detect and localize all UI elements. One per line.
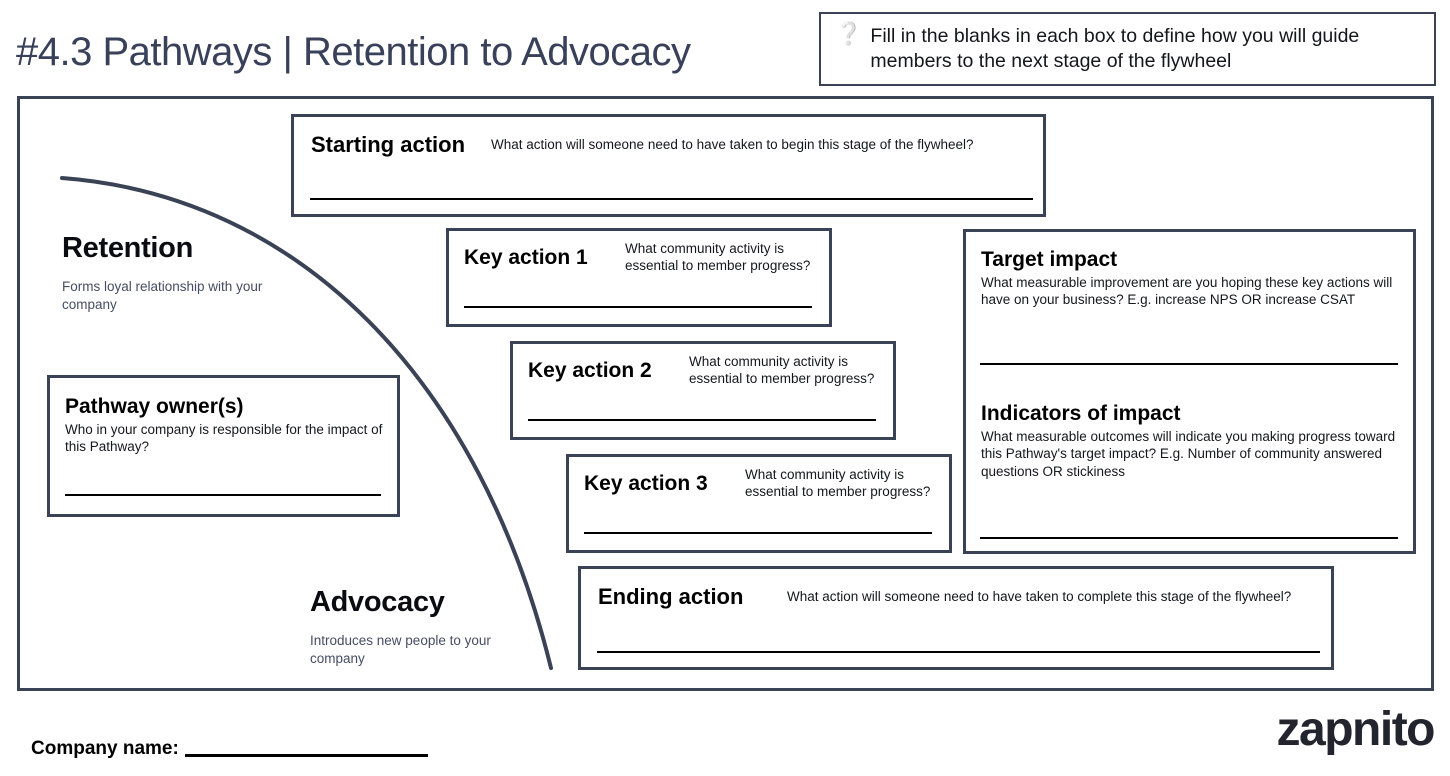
indicators-of-impact-title: Indicators of impact <box>981 402 1181 425</box>
stage-subtitle-retention: Forms loyal relationship with your compa… <box>62 279 263 312</box>
company-name-label: Company name: <box>31 738 179 759</box>
ending-action-input[interactable] <box>597 651 1320 653</box>
pathway-owner-title: Pathway owner(s) <box>65 395 244 418</box>
key-action-3-input[interactable] <box>584 532 932 534</box>
starting-action-description: What action will someone need to have ta… <box>491 137 974 152</box>
starting-action-title: Starting action <box>311 132 466 157</box>
key-action-3-title: Key action 3 <box>584 472 708 495</box>
key-action-2-title: Key action 2 <box>528 359 652 382</box>
instruction-callout: ❔ Fill in the blanks in each box to defi… <box>819 12 1436 86</box>
target-impact-title: Target impact <box>981 248 1118 271</box>
indicators-of-impact-description: What measurable outcomes will indicate y… <box>981 429 1396 479</box>
key-action-1-title: Key action 1 <box>464 246 588 269</box>
key-action-1-description: What community activity is essential to … <box>625 241 811 274</box>
stage-label-retention: Retention Forms loyal relationship with … <box>62 232 287 313</box>
key-action-1-input[interactable] <box>464 306 812 308</box>
stage-name-retention: Retention <box>62 232 194 264</box>
key-action-3-description: What community activity is essential to … <box>745 467 931 500</box>
red-question-mark-icon: ❔ <box>835 21 863 46</box>
company-name-row[interactable]: Company name: <box>31 738 428 760</box>
key-action-2-description: What community activity is essential to … <box>689 354 875 387</box>
key-action-3-box[interactable]: Key action 3 What community activity is … <box>566 454 952 553</box>
key-action-2-input[interactable] <box>528 419 876 421</box>
starting-action-box[interactable]: Starting action What action will someone… <box>291 114 1046 217</box>
impact-box[interactable]: Target impact What measurable improvemen… <box>963 229 1416 554</box>
indicators-of-impact-input[interactable] <box>980 537 1398 539</box>
zapnito-logo: zapnito <box>1276 703 1436 756</box>
ending-action-box[interactable]: Ending action What action will someone n… <box>578 566 1334 670</box>
pathway-owner-input[interactable] <box>65 494 381 496</box>
key-action-2-box[interactable]: Key action 2 What community activity is … <box>510 341 896 440</box>
ending-action-title: Ending action <box>598 584 744 609</box>
target-impact-description: What measurable improvement are you hopi… <box>981 275 1393 308</box>
starting-action-input[interactable] <box>310 198 1033 200</box>
company-name-input[interactable] <box>184 754 428 757</box>
ending-action-description: What action will someone need to have ta… <box>787 589 1292 604</box>
key-action-1-box[interactable]: Key action 1 What community activity is … <box>446 228 832 327</box>
target-impact-input[interactable] <box>980 363 1398 365</box>
stage-name-advocacy: Advocacy <box>310 586 445 618</box>
stage-label-advocacy: Advocacy Introduces new people to your c… <box>310 586 535 667</box>
pathway-owner-description: Who in your company is responsible for t… <box>65 422 383 455</box>
stage-subtitle-advocacy: Introduces new people to your company <box>310 633 491 666</box>
instruction-text: Fill in the blanks in each box to define… <box>870 25 1360 72</box>
pathway-owner-box[interactable]: Pathway owner(s) Who in your company is … <box>47 375 400 517</box>
page-title: #4.3 Pathways | Retention to Advocacy <box>16 30 691 74</box>
